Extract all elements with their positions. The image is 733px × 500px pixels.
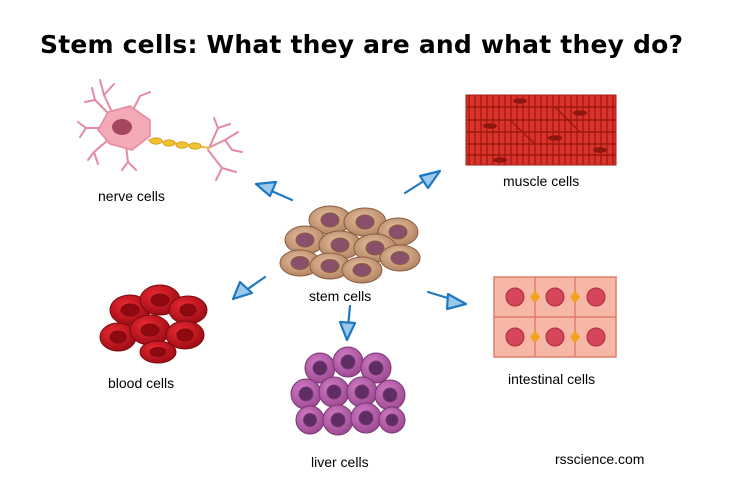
muscle-cell-illustration [465,94,617,166]
stem-cells-label: stem cells [309,288,371,304]
arrow-to-intestinal-icon [426,290,468,311]
liver-cell-illustration [290,346,406,436]
blood-cell-illustration [99,284,208,364]
arrow-to-nerve-icon [254,180,294,202]
muscle-cells-label: muscle cells [503,173,579,189]
liver-cells-label: liver cells [311,454,369,470]
intestinal-cell-illustration [493,276,617,358]
arrow-to-blood-icon [231,275,267,301]
arrow-to-muscle-icon [403,169,442,195]
page-title: Stem cells: What they are and what they … [40,30,684,59]
nerve-cell-illustration [77,79,243,181]
site-credit: rsscience.com [555,451,644,467]
arrow-to-liver-icon [338,304,357,342]
nerve-cells-label: nerve cells [98,188,165,204]
blood-cells-label: blood cells [108,375,174,391]
stem-cell-cluster [279,205,421,284]
intestinal-cells-label: intestinal cells [508,371,595,387]
